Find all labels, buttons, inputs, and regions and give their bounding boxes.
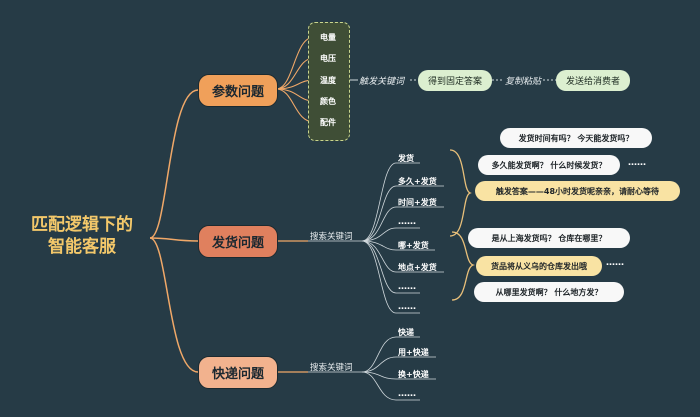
attr-voltage[interactable]: 电压 [314, 50, 342, 66]
topic-shipping[interactable]: 发货问题 [198, 225, 278, 258]
brace-group-2 [451, 231, 476, 301]
question-more: …… [628, 158, 646, 168]
question-bubble: 从哪里发货啊？ 什么地方发？ [474, 282, 624, 302]
shipping-leaf[interactable]: 时间+发货 [398, 198, 437, 207]
answer-bubble: 货品将从义乌的仓库发出哦 [476, 256, 602, 276]
express-leaf-lines [361, 336, 436, 401]
shipping-search-keyword-label: 搜索关键词 [310, 232, 353, 242]
brace-group-1 [449, 149, 472, 237]
shipping-leaf[interactable]: 地点+发货 [398, 263, 437, 272]
shipping-leaf-lines [361, 162, 444, 314]
branch-line-shipping [149, 237, 199, 242]
send-to-consumer-node[interactable]: 发送给消费者 [556, 70, 630, 91]
attr-temperature[interactable]: 温度 [314, 72, 342, 88]
shipping-leaf[interactable]: 发货 [398, 154, 414, 163]
topic-express[interactable]: 快递问题 [198, 356, 278, 389]
attr-battery[interactable]: 电量 [314, 29, 342, 45]
attr-accessory[interactable]: 配件 [314, 114, 342, 130]
fixed-answer-node[interactable]: 得到固定答案 [418, 70, 492, 91]
question-bubble: 是从上海发货吗？ 仓库在哪里？ [468, 228, 630, 248]
express-leaf[interactable]: 换+快递 [398, 370, 429, 379]
topic-params[interactable]: 参数问题 [198, 74, 278, 107]
express-leaf[interactable]: 快递 [398, 328, 414, 337]
shipping-leaf[interactable]: 多久+发货 [398, 177, 437, 186]
central-topic: 匹配逻辑下的 智能客服 [14, 214, 150, 258]
answer-bubble: 触发答案——48小时发货呢亲亲，请耐心等待 [475, 181, 680, 201]
express-leaf-more: …… [398, 389, 416, 399]
trigger-keyword-label: 触发关键词 [359, 77, 405, 87]
shipping-leaf-more: …… [398, 302, 416, 312]
branch-line-express [149, 237, 199, 373]
branch-line-params [149, 89, 199, 239]
attr-color[interactable]: 颜色 [314, 93, 342, 109]
central-topic-line2: 智能客服 [48, 237, 116, 257]
shipping-leaf[interactable]: 哪+发货 [398, 241, 429, 250]
answer-more: …… [606, 258, 624, 268]
shipping-leaf-more: …… [398, 282, 416, 292]
central-topic-line1: 匹配逻辑下的 [31, 215, 133, 235]
question-bubble: 多久能发货啊？ 什么时候发货？ [478, 155, 620, 175]
express-search-keyword-label: 搜索关键词 [310, 363, 353, 373]
express-leaf[interactable]: 用+快递 [398, 348, 429, 357]
copy-paste-label: 复制粘贴 [505, 77, 542, 87]
question-bubble: 发货时间有吗？ 今天能发货吗？ [500, 128, 652, 148]
shipping-leaf-more: …… [398, 217, 416, 227]
